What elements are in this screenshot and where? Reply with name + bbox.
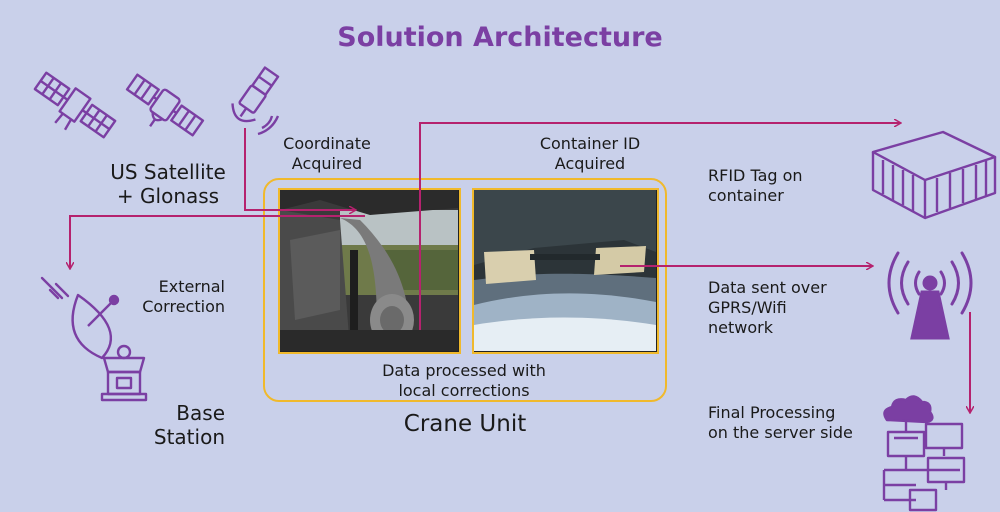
- final-processing-line2: on the server side: [708, 423, 853, 442]
- arrow-satellite-to-crane: [244, 128, 355, 210]
- shipping-container-icon: [871, 130, 997, 220]
- external-correction-line2: Correction: [142, 297, 225, 316]
- external-correction-line1: External: [158, 277, 225, 296]
- rfid-label-line1: RFID Tag on: [708, 166, 803, 185]
- crane-cab-image: [280, 190, 458, 351]
- arrow-crane-to-base-station: [70, 215, 365, 268]
- satellite-label: US Satellite + Glonass: [98, 160, 238, 208]
- container-id-label-line1: Container ID: [539, 134, 641, 153]
- satellite-icon: [33, 71, 117, 139]
- satellite-label-line1: US Satellite: [110, 160, 226, 184]
- container-top-image: [474, 190, 656, 351]
- satellite-dish-icon: [231, 66, 280, 136]
- satellite-icon: [125, 73, 205, 137]
- data-sent-label: Data sent over GPRS/Wifi network: [708, 278, 858, 338]
- base-station-dish-icon: [40, 276, 148, 402]
- arrow-crane-to-container: [419, 123, 900, 330]
- satellite-label-line2: + Glonass: [116, 184, 220, 208]
- crane-unit-label: Crane Unit: [403, 411, 527, 437]
- base-station-label: Base Station: [110, 401, 225, 449]
- data-sent-line2: GPRS/Wifi: [708, 298, 787, 317]
- data-processed-line2: local corrections: [398, 381, 530, 400]
- diagram-title: Solution Architecture: [337, 22, 663, 53]
- coordinate-label-line2: Acquired: [291, 154, 363, 173]
- data-processed-label: Data processed with local corrections: [333, 361, 595, 401]
- base-station-line2: Station: [153, 425, 225, 449]
- radio-tower-icon: [887, 251, 973, 340]
- data-sent-line3: network: [708, 318, 773, 337]
- data-sent-line1: Data sent over: [708, 278, 827, 297]
- coordinate-label: Coordinate Acquired: [262, 134, 392, 174]
- crane-unit-box: [263, 178, 667, 402]
- coordinate-label-line1: Coordinate: [283, 134, 371, 153]
- server-network-icon: [882, 395, 966, 512]
- final-processing-line1: Final Processing: [708, 403, 836, 422]
- container-id-label: Container ID Acquired: [520, 134, 660, 174]
- data-processed-line1: Data processed with: [382, 361, 546, 380]
- external-correction-label: External Correction: [120, 277, 225, 317]
- crane-cab-photo: [278, 188, 461, 354]
- final-processing-label: Final Processing on the server side: [708, 403, 868, 443]
- base-station-line1: Base: [176, 401, 225, 425]
- rfid-label: RFID Tag on container: [708, 166, 858, 206]
- rfid-label-line2: container: [708, 186, 784, 205]
- container-top-photo: [472, 188, 659, 354]
- container-id-label-line2: Acquired: [554, 154, 626, 173]
